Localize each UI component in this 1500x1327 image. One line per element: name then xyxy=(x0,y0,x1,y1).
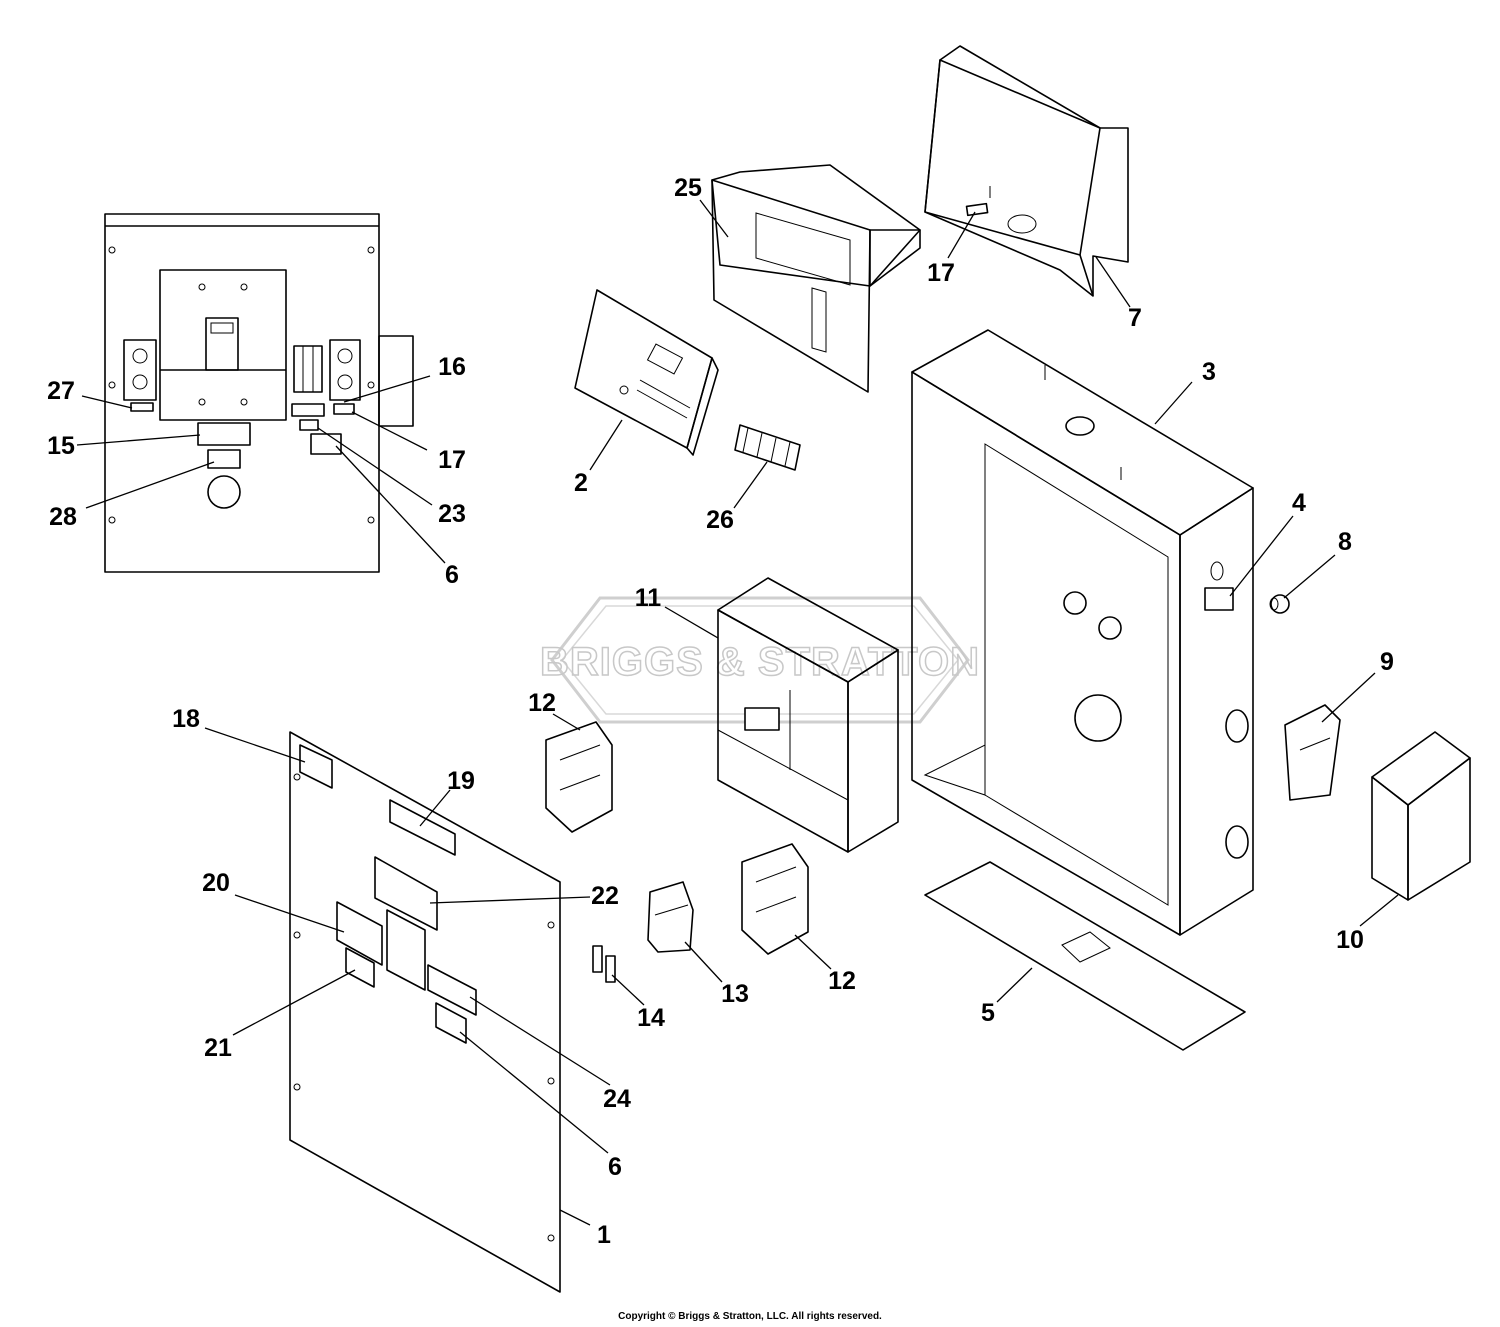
part-7-cover xyxy=(924,45,1129,297)
callout-11: 11 xyxy=(635,584,662,612)
copyright-notice: Copyright © Briggs & Stratton, LLC. All … xyxy=(618,1311,882,1322)
callout-19: 19 xyxy=(447,767,475,795)
callout-24: 24 xyxy=(603,1085,631,1113)
callout-23: 23 xyxy=(438,500,466,528)
callout-5: 5 xyxy=(981,999,995,1027)
callout-25: 25 xyxy=(674,174,702,202)
callout-15: 15 xyxy=(47,432,75,460)
part-26-connector xyxy=(734,424,801,471)
callout-18: 18 xyxy=(172,705,200,733)
callout-26: 26 xyxy=(706,506,734,534)
callout-17-panel: 17 xyxy=(438,446,466,474)
callout-6-panel: 6 xyxy=(445,561,459,589)
part-8-button xyxy=(1269,594,1290,614)
part-12-lug-lower xyxy=(741,843,809,955)
callout-28: 28 xyxy=(49,503,77,531)
part-12-lug-upper xyxy=(545,721,613,833)
callout-16: 16 xyxy=(438,353,466,381)
callout-8: 8 xyxy=(1338,528,1352,556)
callout-2: 2 xyxy=(574,469,588,497)
part-11-breaker xyxy=(717,577,899,853)
assembled-panel-front-view xyxy=(104,213,414,573)
callout-7: 7 xyxy=(1128,304,1142,332)
part-14-fuses xyxy=(592,945,616,983)
watermark-text: BRIGGS & STRATTON xyxy=(540,640,980,684)
watermark: BRIGGS & STRATTON xyxy=(539,596,980,724)
callout-12-lower: 12 xyxy=(828,967,856,995)
callout-20: 20 xyxy=(202,869,230,897)
part-2-controller xyxy=(574,289,719,456)
callout-21: 21 xyxy=(204,1034,232,1062)
callout-3: 3 xyxy=(1202,358,1216,386)
part-13-terminal xyxy=(647,881,694,953)
part-1-door xyxy=(289,731,561,1293)
callout-1: 1 xyxy=(597,1221,611,1249)
part-25-bracket xyxy=(711,164,921,393)
callout-27: 27 xyxy=(47,377,75,405)
part-5-plate xyxy=(924,861,1246,1051)
callout-10: 10 xyxy=(1336,926,1364,954)
callout-labels: 25 17 7 3 2 26 4 8 11 9 12 18 19 20 22 2… xyxy=(47,174,1394,1249)
callout-4: 4 xyxy=(1292,489,1306,517)
callout-6-door: 6 xyxy=(608,1153,622,1181)
callout-14: 14 xyxy=(637,1004,665,1032)
part-10-box xyxy=(1371,731,1471,901)
callout-12-upper: 12 xyxy=(528,689,556,717)
part-9-relay xyxy=(1284,704,1341,801)
part-3-enclosure xyxy=(911,329,1254,936)
callout-17-top: 17 xyxy=(927,259,955,287)
callout-22: 22 xyxy=(591,882,619,910)
callout-9: 9 xyxy=(1380,648,1394,676)
callout-13: 13 xyxy=(721,980,749,1008)
leader-lines xyxy=(76,199,1399,1226)
